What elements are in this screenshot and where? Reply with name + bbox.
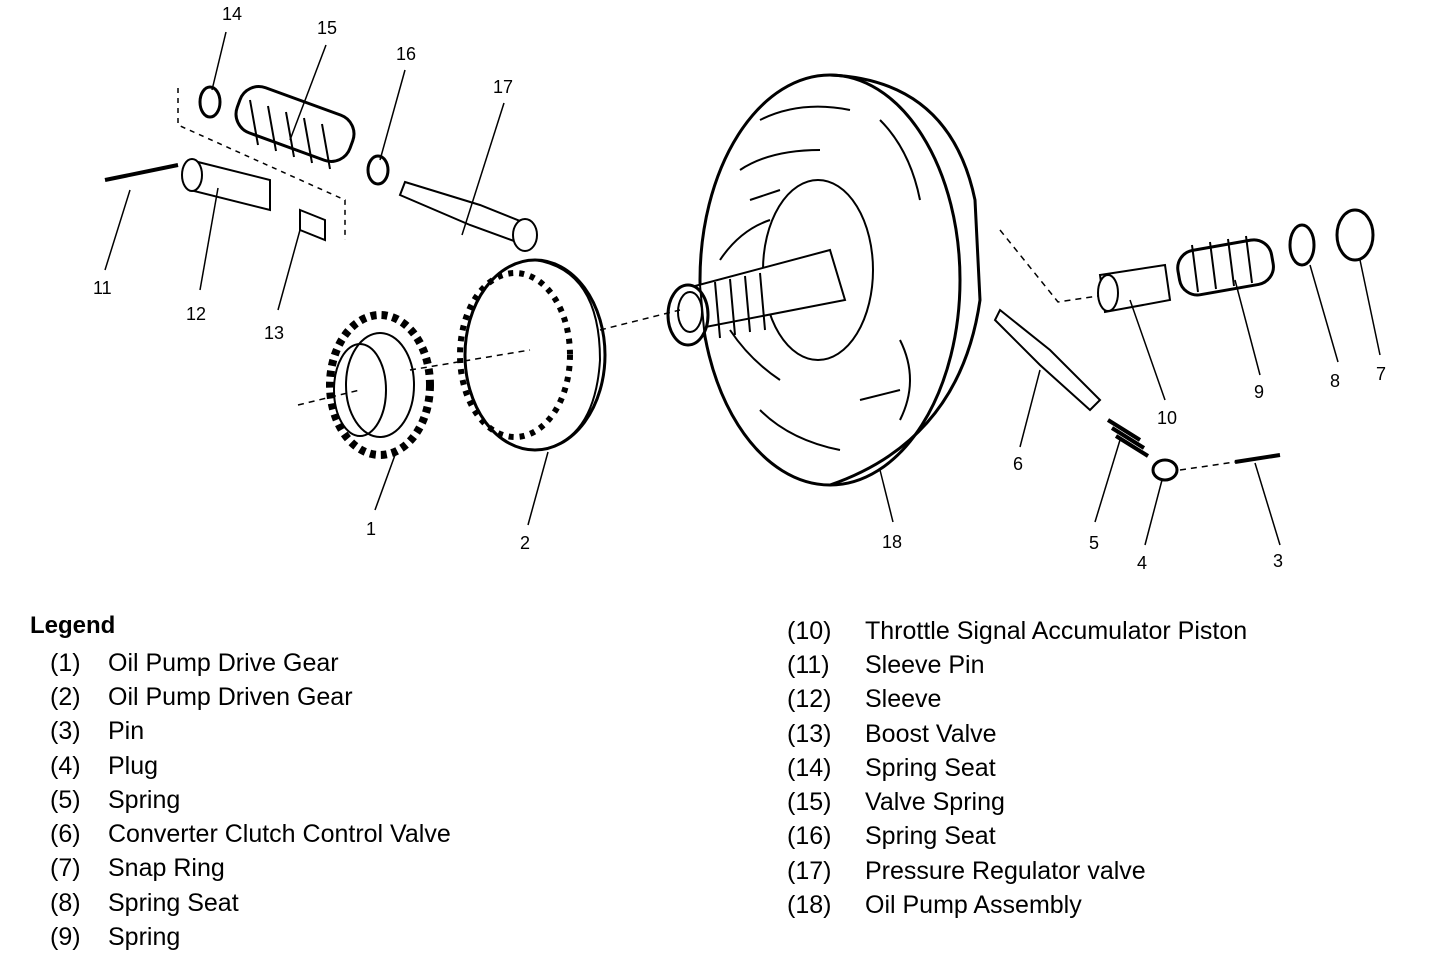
callout-17: 17 [493,77,513,97]
legend-ref: (12) [787,685,832,714]
legend-label: Boost Valve [865,719,997,748]
callout-4: 4 [1137,553,1147,573]
legend-label: Spring [108,785,181,814]
boost-valve-assembly-part [104,85,538,252]
legend-ref: (6) [50,820,81,849]
callout-3: 3 [1273,551,1283,571]
legend-item: (1) Oil Pump Drive Gear [50,646,451,680]
legend-label: Converter Clutch Control Valve [108,820,451,849]
legend-label: Oil Pump Assembly [865,891,1082,920]
legend-label: Throttle Signal Accumulator Piston [865,616,1248,645]
legend-ref: (18) [787,891,832,920]
legend-item: (7) Snap Ring [50,852,451,886]
legend-list-right: (10) Throttle Signal Accumulator Piston (… [787,614,1247,923]
legend-item: (16) Spring Seat [787,820,1247,854]
callout-14: 14 [222,4,242,24]
driven-gear-part [457,258,607,452]
legend-item: (11) Sleeve Pin [787,648,1247,682]
legend-ref: (11) [787,650,830,679]
legend-item: (10) Throttle Signal Accumulator Piston [787,614,1247,648]
legend-label: Sleeve [865,685,942,714]
callout-5: 5 [1089,533,1099,553]
legend-item: (3) Pin [50,715,451,749]
legend-item: (18) Oil Pump Assembly [787,888,1247,922]
legend-ref: (13) [787,719,832,748]
legend-label: Pin [108,717,145,746]
legend-ref: (16) [787,822,832,851]
legend-label: Spring [108,923,181,952]
legend-item: (9) Spring [50,920,451,954]
legend-label: Spring Seat [108,888,239,917]
callout-9: 9 [1254,382,1264,402]
legend-label: Plug [108,751,159,780]
legend-item: (6) Converter Clutch Control Valve [50,817,451,851]
legend-ref: (14) [787,753,832,782]
legend-ref: (15) [787,788,832,817]
leader-lines [104,31,1381,546]
legend-label: Sleeve Pin [865,650,985,679]
legend-label: Pressure Regulator valve [865,856,1146,885]
legend-ref: (5) [50,785,81,814]
callout-15: 15 [317,18,337,38]
legend-ref: (9) [50,923,81,952]
callout-7: 7 [1376,364,1386,384]
callout-2: 2 [520,533,530,553]
legend-item: (13) Boost Valve [787,717,1247,751]
callout-18: 18 [882,532,902,552]
callout-10: 10 [1157,408,1177,428]
legend-item: (4) Plug [50,749,451,783]
exploded-view-diagram: 1 2 3 4 5 6 7 8 9 10 11 12 13 14 15 16 1… [93,4,1386,573]
legend-label: Oil Pump Driven Gear [108,682,353,711]
callout-13: 13 [264,323,284,343]
legend-label: Spring Seat [865,822,996,851]
oil-pump-assembly-part [666,73,982,487]
legend-label: Spring Seat [865,753,996,782]
legend-item: (8) Spring Seat [50,886,451,920]
legend-ref: (4) [50,751,81,780]
legend-item: (12) Sleeve [787,683,1247,717]
legend-label: Valve Spring [865,788,1005,817]
callout-11: 11 [93,278,112,298]
legend-item: (2) Oil Pump Driven Gear [50,680,451,714]
legend-list-left: (1) Oil Pump Drive Gear (2) Oil Pump Drive… [50,646,451,955]
legend-item: (14) Spring Seat [787,751,1247,785]
legend-label: Snap Ring [108,854,225,883]
callout-6: 6 [1013,454,1023,474]
legend-ref: (2) [50,682,81,711]
legend-ref: (17) [787,856,832,885]
legend-ref: (8) [50,888,81,917]
legend-label: Oil Pump Drive Gear [108,648,339,677]
callout-16: 16 [396,44,416,64]
legend-ref: (1) [50,648,81,677]
accumulator-piston-assembly-part [999,208,1375,314]
callout-8: 8 [1330,371,1340,391]
callout-12: 12 [186,304,206,324]
legend-title: Legend [30,612,116,639]
legend-item: (15) Valve Spring [787,785,1247,819]
converter-clutch-valve-part [993,308,1281,482]
legend-ref: (3) [50,717,81,746]
legend-ref: (10) [787,616,832,645]
legend-ref: (7) [50,854,81,883]
legend-item: (17) Pressure Regulator valve [787,854,1247,888]
callout-1: 1 [366,519,376,539]
legend-item: (5) Spring [50,783,451,817]
drive-gear-part [326,311,434,459]
